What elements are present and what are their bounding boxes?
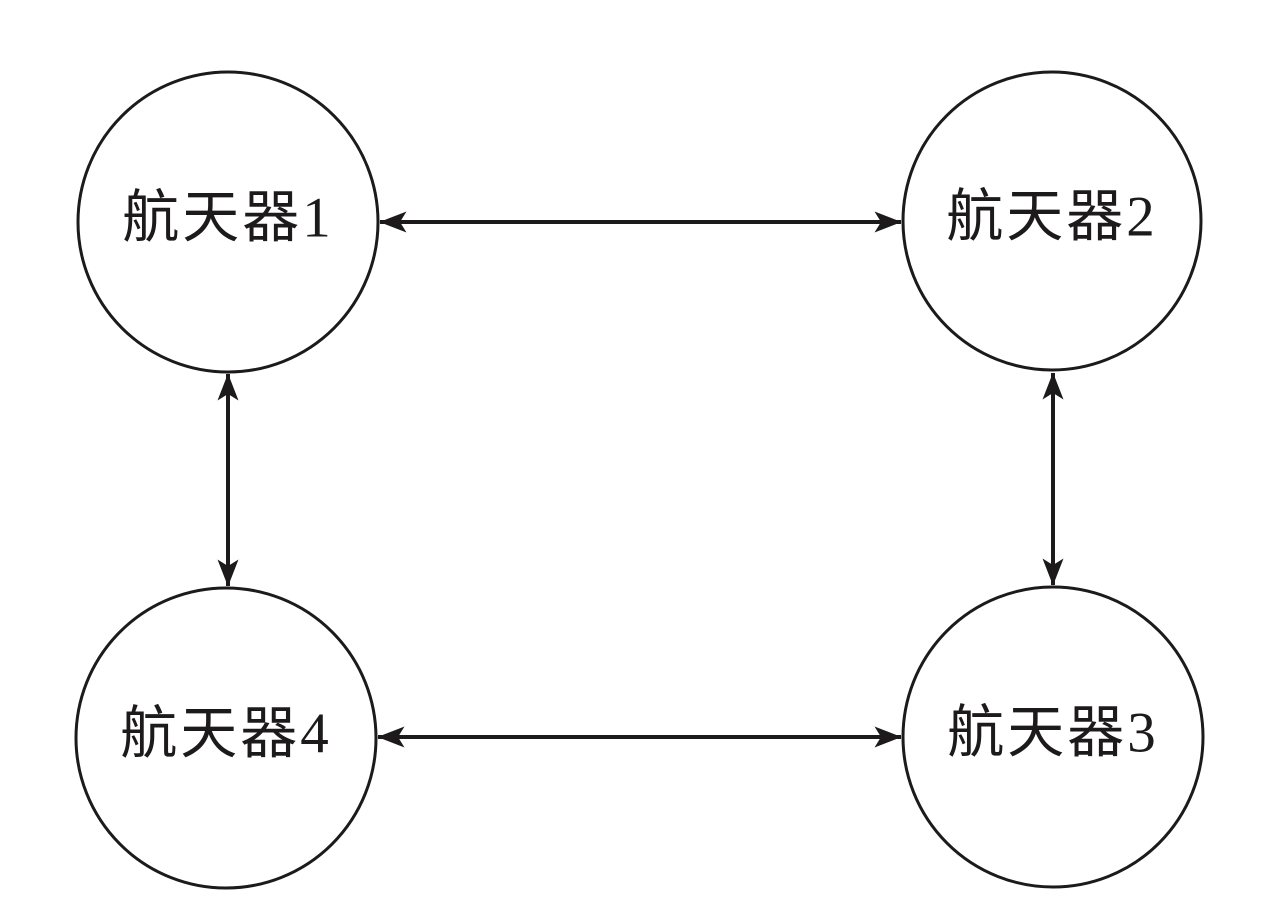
node-circle [901,585,1205,889]
node-spacecraft-2: 航天器2 [901,70,1203,372]
node-label: 航天器1 [122,187,334,250]
node-circle [76,70,380,374]
node-label: 航天器3 [947,702,1159,765]
node-circle [74,586,378,890]
node-label: 航天器2 [946,186,1158,249]
node-circle [901,70,1203,372]
node-label: 航天器4 [120,703,332,766]
node-spacecraft-4: 航天器4 [74,586,378,890]
node-spacecraft-1: 航天器1 [76,70,380,374]
node-spacecraft-3: 航天器3 [901,585,1205,889]
